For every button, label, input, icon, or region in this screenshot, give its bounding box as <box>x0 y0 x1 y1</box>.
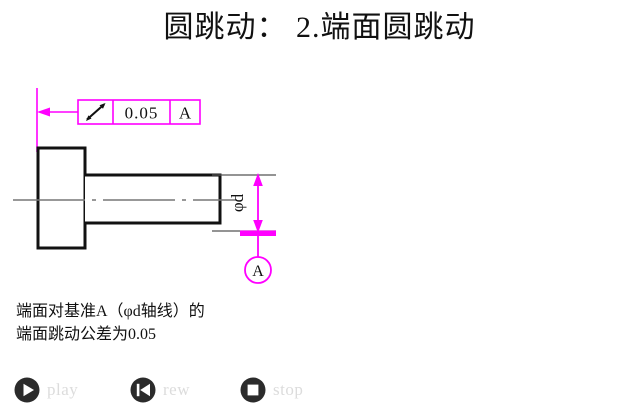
leader-arrowhead-icon <box>37 107 50 117</box>
play-icon <box>14 377 40 403</box>
runout-symbol-tail <box>86 115 92 121</box>
circular-runout-symbol-icon <box>86 103 106 121</box>
play-button-label: play <box>47 380 79 399</box>
diameter-label: φd <box>228 193 247 212</box>
datum-feature-symbol: A <box>240 230 276 284</box>
shaft-outline <box>85 173 222 225</box>
tolerance-value: 0.05 <box>125 104 159 123</box>
runout-symbol-arrowhead <box>99 103 106 109</box>
datum-bar <box>240 230 276 236</box>
dimension-arrow-down-icon <box>253 220 263 233</box>
tolerance-frame-border <box>77 99 201 125</box>
tolerance-datum-reference: A <box>179 104 192 123</box>
media-controls: play rew stop <box>0 376 639 404</box>
caption-line-2: 端面跳动公差为0.05 <box>16 326 157 343</box>
stop-icon <box>240 377 266 403</box>
rewind-button-label: rew <box>163 380 190 399</box>
datum-circle <box>244 256 272 284</box>
play-button[interactable]: play <box>14 376 78 404</box>
dimension-arrow-up-icon <box>253 173 263 186</box>
datum-letter: A <box>252 263 264 280</box>
diameter-dimension <box>253 173 263 233</box>
flange-outline <box>36 146 87 250</box>
caption-line-1: 端面对基准A（φd轴线）的 <box>16 303 205 320</box>
rewind-button[interactable]: rew <box>130 376 190 404</box>
technical-drawing: 0.05 A φd A <box>0 60 340 300</box>
page-title: 圆跳动： 2.端面圆跳动 <box>163 11 476 44</box>
rewind-icon <box>130 377 156 403</box>
stop-button[interactable]: stop <box>240 376 303 404</box>
tolerance-frame: 0.05 A <box>77 99 201 125</box>
caption-block: 端面对基准A（φd轴线）的 端面跳动公差为0.05 <box>16 300 316 346</box>
stop-button-label: stop <box>273 380 304 399</box>
drawing-svg: 0.05 A φd A <box>13 88 276 284</box>
